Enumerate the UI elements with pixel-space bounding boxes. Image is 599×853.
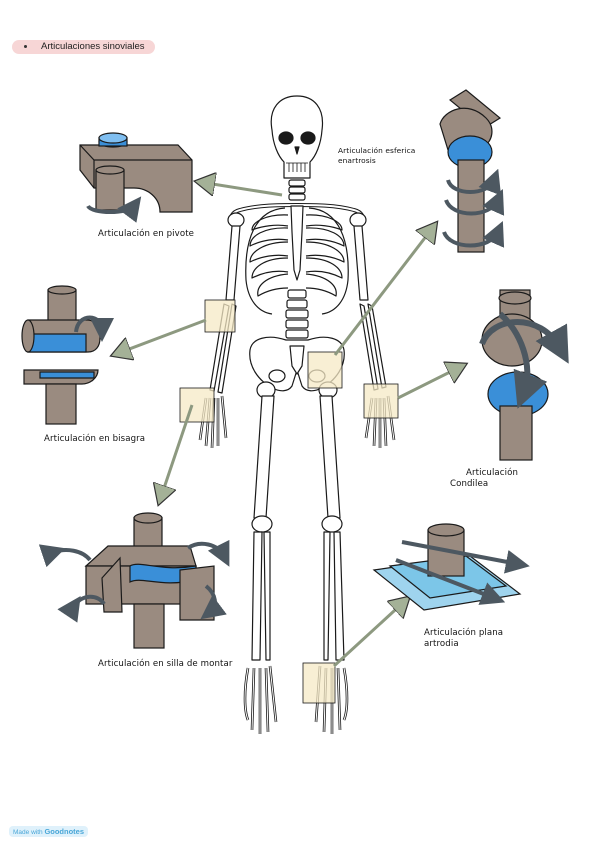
- section-title: Articulaciones sinoviales: [41, 41, 145, 52]
- goodnotes-badge: Made with Goodnotes: [9, 826, 89, 837]
- section-bullet: Articulaciones sinoviales: [12, 40, 155, 54]
- plane-joint-illustration: [372, 523, 530, 611]
- rib-cage: [245, 205, 349, 315]
- label-silla: Articulación en silla de montar: [98, 659, 233, 669]
- saddle-joint-illustration: [38, 512, 230, 649]
- bullet-dot: [24, 44, 27, 48]
- arrow-to-condilea: [397, 366, 462, 400]
- label-condilea-2: Condilea: [450, 479, 489, 489]
- label-plana-2: artrodia: [424, 639, 459, 649]
- arrow-to-bisagra: [116, 318, 207, 354]
- label-esferica-1: Articulación esferica: [338, 146, 416, 155]
- highlight-elbow: [204, 299, 236, 333]
- joint-highlights: [179, 299, 399, 704]
- lumbar-spine: [285, 289, 309, 339]
- arrow-to-silla: [160, 404, 194, 500]
- arrow-to-plana: [332, 600, 406, 668]
- ball-socket-joint-illustration: [439, 89, 505, 253]
- condyloid-joint-illustration: [479, 289, 569, 461]
- arrow-to-esferica: [333, 226, 434, 356]
- skull: [270, 95, 324, 179]
- highlight-ankle: [302, 662, 336, 704]
- label-condilea-1: Articulación: [466, 468, 519, 478]
- hinge-joint-illustration: [21, 285, 114, 425]
- arrow-to-pivote: [200, 182, 283, 197]
- label-pivote: Articulación en pivote: [98, 229, 195, 239]
- brand-text: Goodnotes: [44, 827, 85, 836]
- label-bisagra: Articulación en bisagra: [44, 434, 146, 444]
- highlight-right-wrist: [363, 383, 399, 419]
- skeleton: [198, 95, 396, 734]
- made-with-text: Made with: [13, 829, 43, 836]
- label-esferica-2: enartrosis: [338, 156, 376, 165]
- highlight-hip: [307, 351, 343, 389]
- left-leg: [243, 381, 278, 734]
- cervical-spine: [288, 179, 306, 201]
- label-plana-1: Articulación plana: [424, 628, 504, 638]
- pointer-arrows: [116, 182, 462, 668]
- pivot-joint-illustration: [79, 132, 193, 223]
- highlight-left-wrist: [179, 387, 215, 423]
